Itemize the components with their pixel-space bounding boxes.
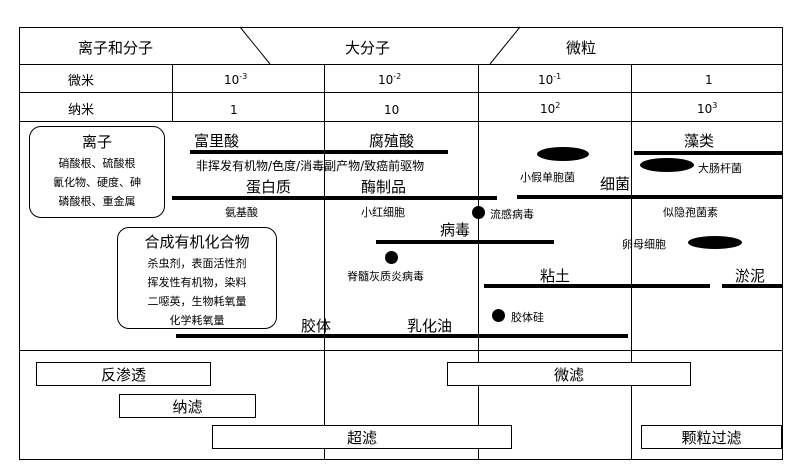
- label-colloid: 胶体: [301, 317, 332, 335]
- header-macromolecules: 大分子: [345, 39, 391, 57]
- ions-box-title: 离子: [81, 133, 112, 151]
- organics-box-line-1: 杀虫剂，表面活性剂: [147, 257, 247, 270]
- nano-value-2: 10: [384, 103, 400, 117]
- bar-humic-substances: [190, 150, 448, 154]
- nano-value-3: 102: [540, 101, 561, 116]
- header-microparticles: 微粒: [566, 39, 597, 57]
- label-bacteria: 细菌: [600, 175, 631, 193]
- process-microfiltration: 微滤: [447, 362, 691, 386]
- ions-box-line-2: 氰化物、硬度、砷: [53, 176, 141, 189]
- ions-box-line-1: 硝酸根、硫酸根: [58, 157, 136, 170]
- label-enzyme-products: 酶制品: [361, 178, 407, 196]
- bar-silt: [722, 284, 782, 288]
- label-influenza-virus: 流感病毒: [490, 208, 534, 221]
- nano-value-1: 1: [230, 103, 238, 117]
- label-polio-virus: 脊髓灰质炎病毒: [347, 270, 424, 283]
- organics-box-line-2: 挥发性有机物，染料: [147, 276, 247, 289]
- label-virus: 病毒: [440, 221, 471, 239]
- bar-algae: [634, 151, 782, 155]
- process-nanofiltration-label: 纳滤: [172, 397, 203, 416]
- process-reverse-osmosis: 反渗透: [36, 362, 211, 386]
- micron-value-4: 1: [705, 73, 713, 87]
- oocyst-marker: [688, 236, 742, 249]
- grid-line-3: [478, 64, 479, 460]
- label-colloidal-silica: 胶体硅: [511, 311, 544, 324]
- micron-row-label: 微米: [68, 74, 95, 89]
- nano-row-label: 纳米: [68, 103, 95, 118]
- label-ecoli: 大肠杆菌: [698, 162, 742, 175]
- polio-marker: [385, 251, 398, 264]
- influenza-marker: [472, 206, 485, 219]
- ions-box: 离子 硝酸根、硫酸根 氰化物、硬度、砷 磷酸根、重金属: [29, 126, 165, 218]
- colloidal-silica-marker: [492, 309, 505, 322]
- micron-value-2: 10-2: [378, 72, 402, 87]
- pseudomonas-marker: [537, 147, 589, 161]
- frame-top: [19, 27, 782, 28]
- process-ultrafiltration: 超滤: [212, 425, 512, 449]
- label-nonvolatile-organics: 非挥发有机物/色度/消毒副产物/致癌前驱物: [196, 159, 425, 173]
- process-particle-filtration-label: 颗粒过滤: [681, 428, 742, 447]
- label-algae: 藻类: [684, 132, 715, 150]
- grid-line-4: [631, 64, 632, 460]
- label-pseudomonas: 小假单胞菌: [520, 171, 575, 184]
- label-silt: 淤泥: [735, 267, 766, 285]
- label-humic-acid: 腐殖酸: [369, 132, 415, 150]
- label-emulsified-oil: 乳化油: [407, 317, 453, 335]
- micron-row-bottom-line: [19, 92, 782, 93]
- organics-box-title: 合成有机化合物: [144, 233, 250, 251]
- process-particle-filtration: 颗粒过滤: [641, 425, 782, 449]
- label-protein: 蛋白质: [246, 178, 292, 196]
- process-ultrafiltration-label: 超滤: [346, 428, 377, 447]
- label-oocyst: 卵母细胞: [622, 238, 666, 251]
- grid-line-2: [324, 64, 325, 460]
- process-reverse-osmosis-label: 反渗透: [100, 365, 146, 384]
- bar-clay: [484, 284, 710, 288]
- frame-right: [782, 27, 783, 460]
- label-small-rbc: 小红细胞: [361, 206, 405, 219]
- process-nanofiltration: 纳滤: [119, 394, 256, 418]
- frame-bottom: [19, 459, 782, 460]
- organics-box-line-3: 二噁英，生物耗氧量: [147, 295, 247, 308]
- label-amino-acid: 氨基酸: [225, 206, 258, 219]
- ions-box-line-3: 磷酸根、重金属: [58, 195, 136, 208]
- bar-bacteria: [517, 195, 782, 199]
- header-ions-molecules: 离子和分子: [78, 39, 154, 57]
- grid-line-1: [172, 64, 173, 121]
- bar-protein-enzyme: [172, 196, 497, 200]
- label-fulvic-acid: 富里酸: [194, 132, 240, 150]
- process-microfiltration-label: 微滤: [553, 365, 584, 384]
- header-bottom-line: [19, 64, 782, 65]
- label-cryptosporidium: 似隐孢菌素: [663, 206, 718, 219]
- nano-row-bottom-line: [19, 121, 782, 122]
- bar-virus: [376, 240, 554, 244]
- micron-value-1: 10-3: [224, 72, 248, 87]
- frame-left: [19, 27, 20, 460]
- process-divider-line: [19, 350, 782, 351]
- ecoli-marker: [640, 158, 694, 172]
- nano-value-4: 103: [697, 101, 718, 116]
- label-clay: 粘土: [540, 267, 571, 285]
- organics-box-line-4: 化学耗氧量: [169, 314, 225, 327]
- organics-box: 合成有机化合物 杀虫剂，表面活性剂 挥发性有机物，染料 二噁英，生物耗氧量 化学…: [117, 227, 277, 329]
- bar-colloid-emulsion: [176, 334, 628, 338]
- micron-value-3: 10-1: [538, 72, 562, 87]
